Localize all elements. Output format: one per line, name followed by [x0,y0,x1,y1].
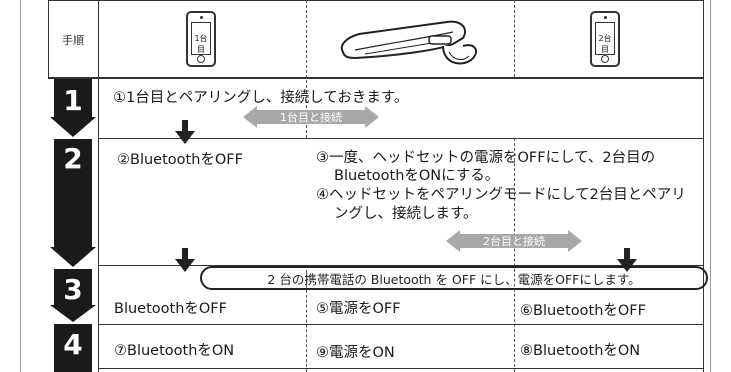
row4-right-text: ⑧BluetoothをON [520,343,641,359]
down-arrow-left-1 [175,120,195,144]
row3-left-text: BluetoothをOFF [114,301,227,317]
connect-arrow-2 [446,230,582,252]
step-number-3: 3 [63,273,83,306]
step-column-rule [98,0,99,372]
row2-bottom-rule [98,265,704,266]
connect-arrow-1 [243,106,379,128]
column-divider-2b [514,138,515,372]
table-right-rule [703,0,704,372]
step-4-block [54,324,92,372]
down-arrow-left-2 [175,248,195,272]
phone-2-icon: 2台目 [590,11,620,67]
column-divider-1 [306,0,307,138]
row2-mid-line2: BluetoothをONにする。 [334,168,500,184]
row4-mid-text: ⑨電源をON [316,345,395,361]
row4-left-text: ⑦BluetoothをON [114,343,235,359]
row1-bottom-rule [98,138,704,139]
row3-callout: 2 台の携帯電話の Bluetooth を OFF にし、電源をOFFにします。 [200,266,708,290]
step-3-block [50,269,96,322]
column-divider-2 [514,0,515,77]
header-step-label: 手順 [62,34,84,47]
step-number-1: 1 [63,84,83,117]
step-number-4: 4 [63,328,83,361]
down-arrow-right-2 [617,248,637,272]
phone-2-screen-label: 2台目 [598,33,612,54]
page-right-rule [710,0,711,372]
step-arrow-strip [50,79,96,372]
row2-mid-line4: ングし、接続します。 [334,206,478,222]
header-bottom-rule [48,77,704,79]
phone-1-screen-label: 1台目 [194,33,208,54]
table-left-rule [48,0,49,77]
row3-mid-text: ⑤電源をOFF [316,301,401,317]
step-number-2: 2 [63,142,83,175]
row2-left-text: ②BluetoothをOFF [117,152,243,168]
row3-callout-text: 2 台の携帯電話の Bluetooth を OFF にし、電源をOFFにします。 [267,272,641,287]
row2-mid-line1: ③一度、ヘッドセットの電源をOFFにして、2台目の [316,150,656,166]
step-2-block [50,139,96,267]
headset-icon [340,20,478,65]
row2-mid-line3: ④ヘッドセットをペアリングモードにして2台目とペアリ [316,187,686,203]
column-divider-1b [306,265,307,372]
phone-1-icon: 1台目 [186,11,216,67]
table-bottom-rule [98,368,704,369]
connect-arrow-2-label: 2台目と接続 [483,235,545,248]
step-1-block [50,79,96,137]
row1-instruction: ①1台目とペアリングし、接続しておきます。 [113,90,409,106]
connect-arrow-1-label: 1台目と接続 [280,111,342,124]
table-top-rule [48,0,704,1]
row3-bottom-rule [98,324,704,325]
row3-right-text: ⑥BluetoothをOFF [520,303,646,319]
page-left-rule [20,0,21,372]
